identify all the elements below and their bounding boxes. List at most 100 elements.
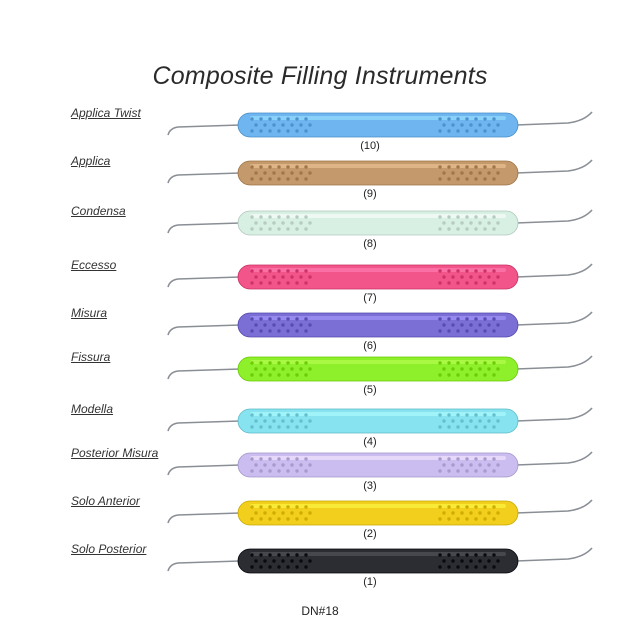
grip-dot (465, 425, 469, 429)
grip-dot (483, 269, 487, 273)
grip-dot (295, 373, 299, 377)
grip-dot (295, 227, 299, 231)
grip-dot (254, 511, 258, 515)
grip-dot (447, 517, 451, 521)
instrument-name[interactable]: Solo Posterior (71, 542, 147, 556)
grip-dot (304, 215, 308, 219)
grip-dot (304, 505, 308, 509)
grip-dot (442, 323, 446, 327)
grip-dot (451, 221, 455, 225)
grip-dot (286, 361, 290, 365)
instrument-name[interactable]: Solo Anterior (71, 494, 140, 508)
instrument-name[interactable]: Applica Twist (71, 106, 141, 120)
grip-dot (272, 419, 276, 423)
instrument-name[interactable]: Misura (71, 306, 108, 320)
grip-dot (483, 469, 487, 473)
instrument-name[interactable]: Condensa (71, 204, 126, 218)
grip-dot (250, 129, 254, 133)
grip-dot (272, 323, 276, 327)
grip-dot (259, 457, 263, 461)
grip-dot (259, 129, 263, 133)
instrument-image (167, 499, 593, 526)
grip-dot (254, 275, 258, 279)
grip-dot (451, 419, 455, 423)
left-tip (167, 222, 241, 234)
grip-dot (268, 553, 272, 557)
grip-dot (460, 511, 464, 515)
instrument-name[interactable]: Modella (71, 402, 114, 416)
grip-dot (286, 373, 290, 377)
instrument-row: Posterior Misura(3) (0, 446, 640, 496)
grip-dot (469, 419, 473, 423)
grip-dot (474, 553, 478, 557)
grip-dot (304, 165, 308, 169)
grip-dot (250, 177, 254, 181)
grip-dot (263, 275, 267, 279)
grip-dot (438, 165, 442, 169)
grip-dot (496, 463, 500, 467)
grip-dot (478, 419, 482, 423)
grip-dot (299, 559, 303, 563)
grip-dot (259, 165, 263, 169)
left-tip (167, 420, 241, 432)
grip-dot (438, 373, 442, 377)
instrument-name[interactable]: Posterior Misura (71, 446, 159, 460)
grip-dot (272, 275, 276, 279)
grip-dot (290, 463, 294, 467)
grip-dot (295, 425, 299, 429)
grip-dot (308, 463, 312, 467)
grip-dot (478, 323, 482, 327)
grip-dot (268, 129, 272, 133)
grip-dot (442, 171, 446, 175)
grip-dot (447, 469, 451, 473)
grip-dot (492, 425, 496, 429)
instrument-row: Condensa(8) (0, 204, 640, 254)
instrument-name[interactable]: Fissura (71, 350, 111, 364)
grip-dot (295, 317, 299, 321)
grip-dot (277, 553, 281, 557)
grip-dot (286, 469, 290, 473)
instrument-name[interactable]: Applica (71, 154, 111, 168)
product-code: DN#18 (301, 604, 339, 618)
instrument-name[interactable]: Eccesso (71, 258, 117, 272)
grip-dot (469, 221, 473, 225)
grip-dot (295, 517, 299, 521)
grip-dot (259, 565, 263, 569)
grip-dot (263, 559, 267, 563)
grip-dot (438, 177, 442, 181)
grip-dot (304, 227, 308, 231)
grip-dot (272, 123, 276, 127)
grip-dot (304, 565, 308, 569)
grip-dot (281, 419, 285, 423)
handle-highlight (250, 412, 506, 416)
grip-dot (469, 559, 473, 563)
grip-dot (438, 269, 442, 273)
grip-dot (487, 171, 491, 175)
grip-dot (438, 129, 442, 133)
grip-dot (277, 281, 281, 285)
grip-dot (492, 565, 496, 569)
grip-dot (469, 123, 473, 127)
grip-dot (308, 419, 312, 423)
grip-dot (492, 413, 496, 417)
grip-dot (487, 463, 491, 467)
grip-dot (465, 177, 469, 181)
grip-dot (442, 419, 446, 423)
grip-dot (483, 505, 487, 509)
grip-dot (474, 361, 478, 365)
grip-dot (286, 129, 290, 133)
grip-dot (465, 269, 469, 273)
grip-dot (277, 165, 281, 169)
grip-dot (483, 373, 487, 377)
grip-dot (474, 373, 478, 377)
grip-dot (474, 457, 478, 461)
grip-dot (250, 469, 254, 473)
right-tip (515, 311, 593, 326)
instrument-row: Solo Posterior(1) (0, 542, 640, 592)
grip-dot (295, 457, 299, 461)
grip-dot (263, 367, 267, 371)
grip-dot (447, 565, 451, 569)
grip-dot (465, 165, 469, 169)
handle-highlight (250, 268, 506, 272)
handle-highlight (250, 504, 506, 508)
